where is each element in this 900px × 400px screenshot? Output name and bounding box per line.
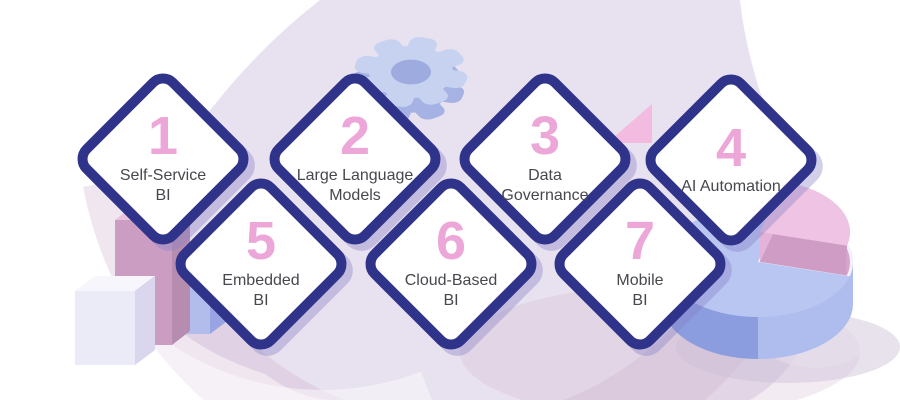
item-label: Data Governance	[501, 166, 589, 205]
item-number: 7	[624, 211, 656, 272]
diamond-item-1: 1 Self-Service BI	[69, 65, 257, 253]
diamond-item-3: 3 Data Governance	[451, 65, 639, 253]
item-number: 5	[245, 211, 277, 272]
diamond-content: 1 Self-Service BI	[97, 93, 229, 225]
diamond-item-4: 4 AI Automation	[637, 66, 825, 254]
item-number: 4	[715, 117, 747, 178]
diamond-item-2: 2 Large Language Models	[261, 65, 449, 253]
item-label: Large Language Models	[296, 166, 414, 205]
item-number: 6	[435, 211, 467, 272]
diamond-content: 2 Large Language Models	[289, 93, 421, 225]
item-number: 1	[147, 106, 179, 167]
diamond-content: 4 AI Automation	[665, 94, 797, 226]
item-label: Embedded BI	[222, 271, 300, 310]
item-number: 2	[339, 106, 371, 167]
item-label: Self-Service BI	[119, 166, 207, 205]
triangle-shape	[607, 104, 652, 143]
item-label: AI Automation	[681, 177, 781, 195]
pie-chart-illustration	[663, 181, 900, 383]
item-number: 3	[529, 106, 561, 167]
item-label: Mobile BI	[616, 271, 664, 310]
diamond-content: 3 Data Governance	[479, 93, 611, 225]
item-label: Cloud-Based BI	[404, 271, 498, 310]
